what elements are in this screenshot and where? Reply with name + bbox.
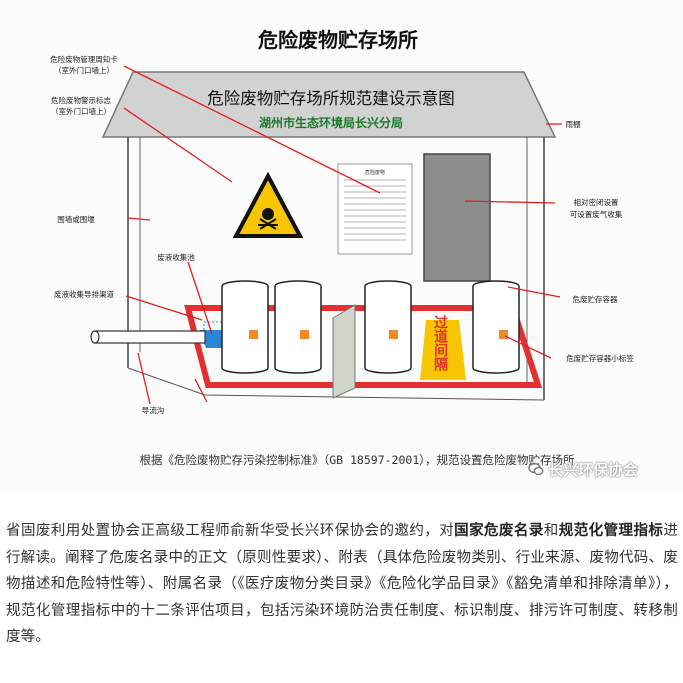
hazard-warning-sign-icon xyxy=(232,171,304,238)
notice-board-title: 危险废物 xyxy=(365,169,385,176)
container-2 xyxy=(274,280,322,374)
floor-outline xyxy=(127,367,545,401)
isolation-sign xyxy=(420,320,466,380)
label-drain-ditch: 导流沟 xyxy=(142,405,165,415)
label-info-card: 危险废物管理周知卡 xyxy=(50,54,118,64)
label-liquid-channel: 废液收集导排渠道 xyxy=(54,289,114,299)
sealed-room-door xyxy=(423,153,491,282)
roof-subtitle: 湖州市生态环境局长兴分局 xyxy=(259,115,403,130)
partition-board xyxy=(332,304,356,399)
container-3 xyxy=(364,280,412,374)
watermark-text: 长兴环保协会 xyxy=(548,460,639,479)
roof-title: 危险废物贮存场所规范建设示意图 xyxy=(207,89,455,108)
figure-main-title: 危险废物贮存场所 xyxy=(258,28,418,52)
label-liquid-pool: 废液收集池 xyxy=(157,252,195,262)
label-warning-sign: 危险废物警示标志 xyxy=(51,95,111,105)
label-canopy: 雨棚 xyxy=(566,119,581,129)
figure-caption: 根据《危险废物贮存污染控制标准》（GB 18597-2001），规范设置危险废物… xyxy=(139,453,575,467)
storage-site-diagram: 危险废物贮存场所 危险废物贮存场所规范建设示意图 湖州市生态环境局长兴分局 危险… xyxy=(50,28,634,467)
container-1 xyxy=(221,280,269,374)
diagram-figure: 危险废物贮存场所 危险废物贮存场所规范建设示意图 湖州市生态环境局长兴分局 危险… xyxy=(50,28,635,467)
article-bold-2: 规范化管理指标 xyxy=(558,523,664,539)
article-text-3: 进行解读。阐释了危废名录中的正文（原则性要求）、附表（具体危险废物类别、行业来源… xyxy=(6,523,679,645)
label-wall-or-fence: 围墙或围堰 xyxy=(57,214,95,224)
watermark: 长兴环保协会 xyxy=(528,458,638,480)
roof xyxy=(101,71,557,138)
article-bold-1: 国家危废名录 xyxy=(454,523,544,539)
wechat-logo-icon xyxy=(528,462,544,476)
label-info-card-note: （室外门口墙上） xyxy=(54,65,114,75)
article-paragraph: 省固废利用处置协会正高级工程师俞新华受长兴环保协会的邀约，对国家危废名录和规范化… xyxy=(6,518,678,651)
drain-pipe xyxy=(94,330,206,344)
label-sealed-room: 相对密闭设置 xyxy=(574,197,619,207)
label-sealed-room-note: 可设置废气收集 xyxy=(570,209,623,219)
isolation-sign-text: 过道间隔 xyxy=(432,314,448,372)
container-4 xyxy=(472,280,520,374)
article-text-2: 和 xyxy=(543,523,559,539)
label-container: 危废贮存容器 xyxy=(573,294,618,304)
label-warning-sign-note: （室外门口墙上） xyxy=(51,106,111,116)
label-container-tag: 危废贮存容器小标签 xyxy=(566,353,634,363)
article-text-1: 省固废利用处置协会正高级工程师俞新华受长兴环保协会的邀约，对 xyxy=(6,523,455,539)
